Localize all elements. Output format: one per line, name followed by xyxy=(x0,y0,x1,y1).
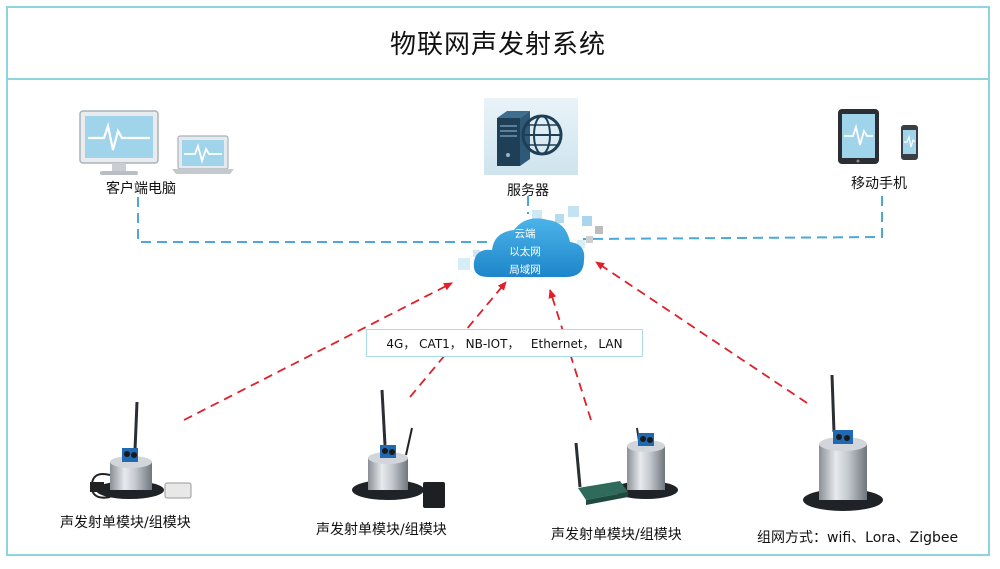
server-globe-icon xyxy=(484,98,578,175)
laptop-icon xyxy=(172,135,234,174)
sensor-device-icon xyxy=(90,401,192,499)
page-title: 物联网声发射系统 xyxy=(389,29,606,60)
device-label-2: 声发射单模块/组模块 xyxy=(316,522,447,538)
blue-dashed-links xyxy=(137,196,883,243)
server-label: 服务器 xyxy=(507,183,549,199)
cloud-label-lan: 局域网 xyxy=(509,264,541,276)
cloud-icon xyxy=(473,218,585,277)
pixel-decoration xyxy=(458,206,603,270)
device-label-4: 组网方式：wifi、Lora、Zigbee xyxy=(757,530,959,546)
device-label-3: 声发射单模块/组模块 xyxy=(551,527,682,543)
sensor-device-icon xyxy=(352,389,445,508)
tablet-icon xyxy=(838,109,879,164)
monitor-icon xyxy=(79,110,159,175)
title-bar: 物联网声发射系统 xyxy=(6,6,990,80)
phone-icon xyxy=(901,125,918,160)
cloud-label-ethernet: 以太网 xyxy=(509,246,541,258)
sensor-device-icon xyxy=(803,374,883,511)
diagram-frame xyxy=(6,6,990,556)
client-pc-label: 客户端电脑 xyxy=(106,181,176,197)
cloud-labels: 云端 以太网 局域网 xyxy=(495,225,555,279)
protocol-box: 4G， CAT1， NB-IOT， Ethernet， LAN xyxy=(366,329,643,357)
sensor-device-icon xyxy=(574,427,678,505)
cloud-label-cloud: 云端 xyxy=(514,228,536,240)
mobile-label: 移动手机 xyxy=(851,176,907,192)
device-label-1: 声发射单模块/组模块 xyxy=(60,515,191,531)
